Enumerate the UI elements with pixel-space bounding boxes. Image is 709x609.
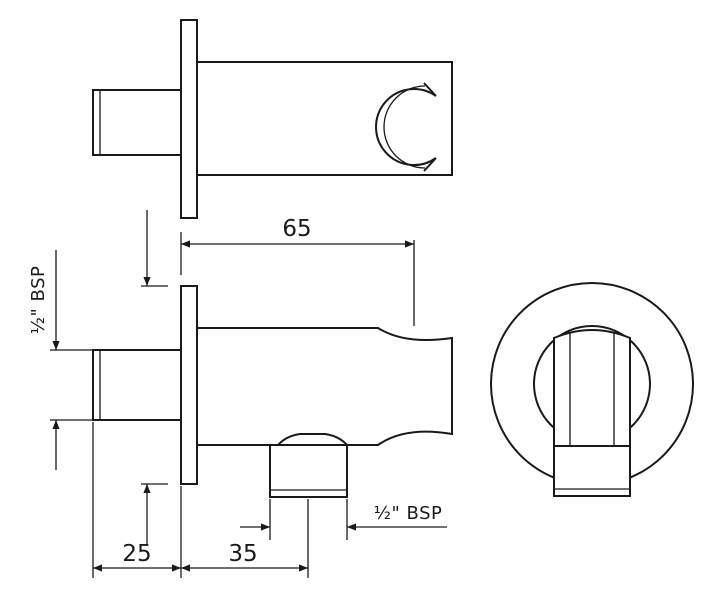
side-wall-plate: [180, 285, 198, 485]
top-holder-clip-inner: [383, 85, 426, 169]
outlet-thread-label: ½" BSP: [374, 503, 443, 524]
dimension-35: 35: [181, 499, 309, 578]
wall-gap-arrows: [141, 210, 168, 545]
dimension-65: 65: [180, 216, 415, 326]
dimension-25-value: 25: [122, 541, 151, 567]
inlet-thread-label: ½" BSP: [28, 266, 49, 335]
dimension-25: 25: [92, 422, 182, 578]
top-holder-body: [197, 61, 453, 176]
dimension-35-value: 35: [228, 541, 257, 567]
outlet-thread-dimension: ½" BSP: [240, 499, 447, 540]
side-holder-body: [197, 327, 453, 446]
top-inlet-thread: [92, 89, 184, 156]
inlet-thread-dimension: ½" BSP: [28, 250, 92, 470]
side-view: [92, 285, 453, 498]
dimension-65-value: 65: [282, 216, 311, 242]
end-holder-shank: [553, 329, 631, 446]
side-outlet-thread: [269, 444, 348, 498]
top-wall-plate: [180, 19, 198, 219]
top-view: [92, 19, 453, 219]
end-view: [490, 282, 694, 497]
top-holder-clip: [375, 82, 437, 172]
side-outlet-neck: [277, 433, 348, 446]
end-outlet-thread: [553, 445, 631, 497]
side-inlet-thread: [92, 349, 184, 421]
